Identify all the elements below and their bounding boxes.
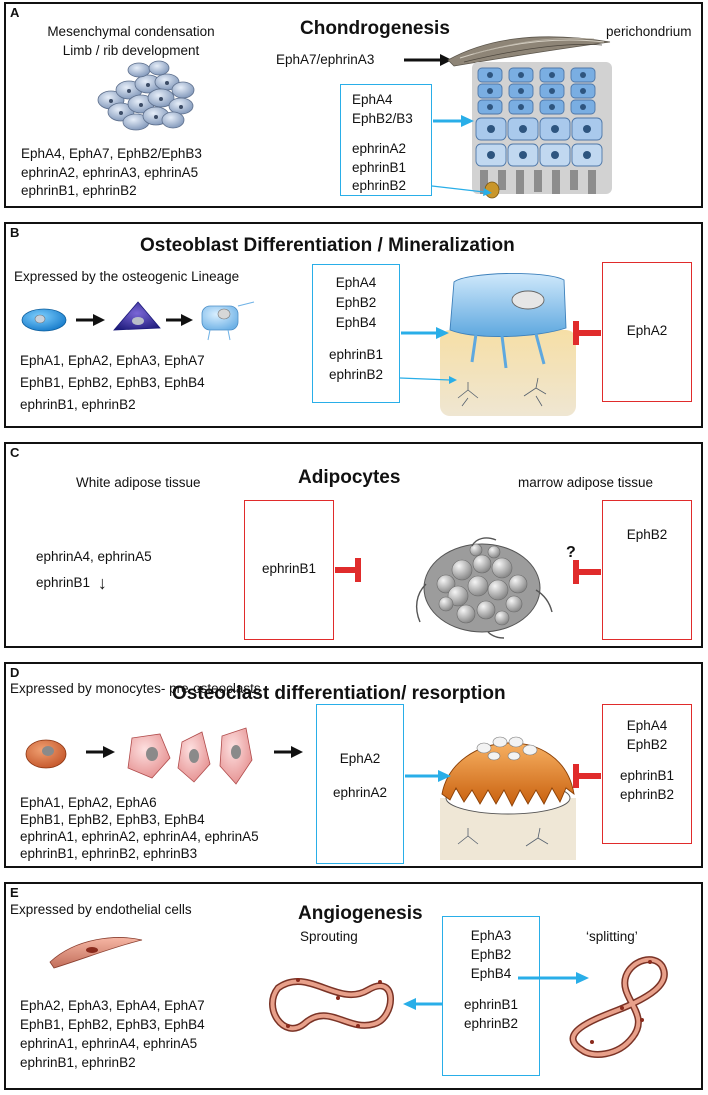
adipocyte-cluster-illustration <box>415 537 553 639</box>
white-adipose-inhibitor-label: ephrinB1 <box>261 561 317 576</box>
endothelial-cell-illustration <box>49 937 143 969</box>
osteoclast-promoter-list: EphA2 ephrinA2 <box>332 751 388 800</box>
endothelial-caption: Expressed by endothelial cells <box>10 902 192 917</box>
marrow-adipose-inhibitor-label: EphB2 <box>626 527 668 542</box>
osteoclast-lineage-illustration <box>25 727 303 785</box>
osteoblast-inhibitor-box <box>602 262 692 402</box>
panel-label: B <box>10 225 20 240</box>
chondrocyte-column-illustration <box>472 62 612 199</box>
perichondrium-arrow <box>404 54 452 66</box>
panel-title: Angiogenesis <box>298 903 423 924</box>
osteoclast-bone-illustration <box>440 736 576 860</box>
decrease-arrow-icon: ↓ <box>97 573 107 593</box>
panel-title: Adipocytes <box>298 467 401 488</box>
splitting-vessel-illustration <box>569 956 668 1058</box>
panel-label: E <box>10 885 19 900</box>
panel-b-osteoblast: B Osteoblast Differentiation / Mineraliz… <box>4 222 703 428</box>
arrows-b <box>399 321 601 384</box>
arrows-e <box>403 972 589 1010</box>
monocyte-caption: Expressed by monocytes- pre-osteoclasts <box>10 681 261 696</box>
perichondrium-label: perichondrium <box>606 24 692 39</box>
osteoclast-inhibitor-box <box>602 704 692 844</box>
white-adipose-caption: White adipose tissue <box>76 475 201 490</box>
osteoblast-inhibitor-label: EphA2 <box>626 323 668 338</box>
sprouting-vessel-illustration <box>269 978 394 1032</box>
panel-title: Osteoblast Differentiation / Mineralizat… <box>140 235 515 256</box>
promote-arrows-a <box>431 115 492 196</box>
inhibit-bars-c <box>335 558 601 584</box>
sprouting-label: Sprouting <box>300 929 358 944</box>
marrow-adipose-inhibitor-box <box>602 500 692 640</box>
osteogenic-lineage-caption: Expressed by the osteogenic Lineage <box>14 269 240 284</box>
osteogenic-eph-list: EphA1, EphA2, EphA3, EphA7 EphB1, EphB2,… <box>20 353 205 412</box>
white-adipose-inhibitor-box <box>244 500 334 640</box>
panel-e-angiogenesis: E Angiogenesis Expressed by endothelial … <box>4 882 703 1090</box>
panel-title: Chondrogenesis <box>300 18 450 39</box>
panel-a-chondrogenesis: A Chondrogenesis Mesenchymal condensatio… <box>4 2 703 208</box>
unknown-effect-mark: ? <box>566 544 576 561</box>
osteoclast-inhibitor-list: EphA4 EphB2 ephrinB1 ephrinB2 <box>619 718 675 802</box>
angiogenesis-promoter-list: EphA3 EphB2 EphB4 ephrinB1 ephrinB2 <box>463 928 519 1031</box>
mesenchymal-caption: Mesenchymal condensation Limb / rib deve… <box>47 24 215 58</box>
chondrogenesis-promoter-box <box>340 84 432 196</box>
epha7-ephrina3-label: EphA7/ephrinA3 <box>276 52 375 67</box>
osteogenic-lineage-illustration <box>21 301 255 341</box>
osteoclast-promoter-box <box>316 704 404 864</box>
panel-label: D <box>10 665 20 680</box>
panel-d-osteoclast: D Osteoclast differentiation/ resorption… <box>4 662 703 868</box>
marrow-adipose-caption: marrow adipose tissue <box>518 475 654 490</box>
panel-label: C <box>10 445 20 460</box>
panel-c-adipocytes: C Adipocytes White adipose tissue marrow… <box>4 442 703 648</box>
mesenchymal-cell-cluster-illustration <box>97 60 195 131</box>
mesenchymal-eph-list: EphA4, EphA7, EphB2/EphB3 ephrinA2, ephr… <box>21 146 202 198</box>
endothelial-eph-list: EphA2, EphA3, EphA4, EphA7 EphB1, EphB2,… <box>20 998 205 1070</box>
panel-label: A <box>10 5 20 20</box>
osteoblast-promoter-box <box>312 264 400 403</box>
osteoblast-bone-illustration <box>440 272 576 416</box>
panel-title: Osteoclast differentiation/ resorption <box>172 683 506 704</box>
perichondrium-illustration <box>447 36 611 67</box>
osteoblast-promoter-list: EphA4 EphB2 EphB4 ephrinB1 ephrinB2 <box>328 275 384 382</box>
splitting-label: ‘splitting’ <box>586 929 638 944</box>
adipose-ephrin-list: ephrinA4, ephrinA5 ephrinB1 ↓ <box>36 549 152 593</box>
chondrogenesis-promoter-list: EphA4 EphB2/B3 ephrinA2 ephrinB1 ephrinB… <box>352 92 413 193</box>
angiogenesis-promoter-box <box>442 916 540 1076</box>
monocyte-eph-list: EphA1, EphA2, EphA6 EphB1, EphB2, EphB3,… <box>20 795 259 861</box>
arrows-d <box>405 764 601 788</box>
